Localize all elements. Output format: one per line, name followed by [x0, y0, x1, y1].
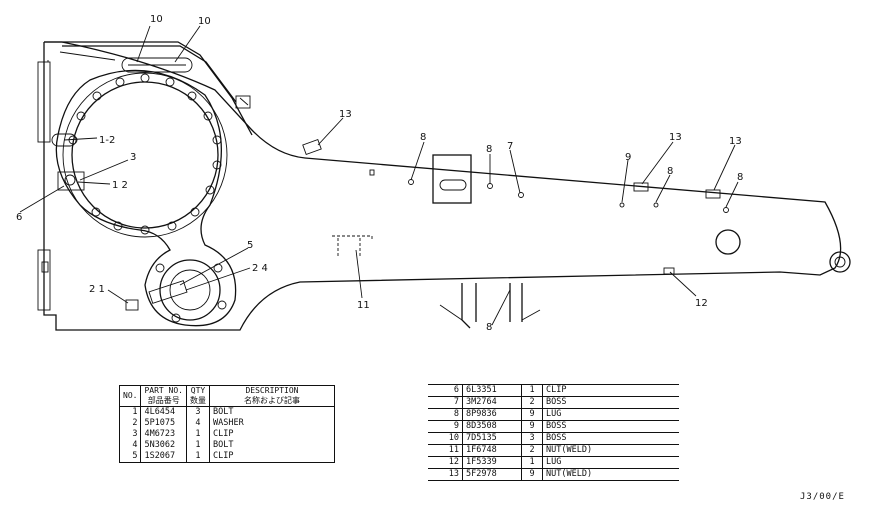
- upper-boss: [121, 57, 193, 73]
- callout-label: 13: [339, 109, 352, 120]
- callout-label: 8: [737, 172, 743, 183]
- header-no: NO.: [119, 385, 142, 407]
- bolt-holes: [68, 73, 222, 235]
- weld-nut-detail: [332, 235, 373, 258]
- mounting-frame: [37, 41, 253, 331]
- header-part-no: PART NO.部品番号: [140, 385, 187, 407]
- callout-label: 13: [669, 132, 682, 143]
- callout-label: 3: [130, 152, 136, 163]
- center-bracket: [432, 154, 472, 204]
- callout-label: 9: [625, 152, 631, 163]
- callout-label: 2 1: [89, 284, 105, 295]
- document-code: J3/00/E: [800, 492, 845, 502]
- callout-label: 12: [695, 298, 708, 309]
- boom-attachments: [302, 138, 851, 275]
- leader-lines: [19, 25, 739, 326]
- callout-label: 7: [507, 141, 513, 152]
- callout-labels: 10 10 13 1-2 3 1 2 6 8 8 7 9 13 8 13 8 5…: [16, 14, 743, 333]
- lower-pivot-boss: [125, 259, 227, 323]
- callout-label: 1-2: [99, 135, 115, 146]
- callout-label: 8: [420, 132, 426, 143]
- callout-label: 10: [198, 16, 211, 27]
- callout-label: 8: [486, 322, 492, 333]
- callout-label: 8: [667, 166, 673, 177]
- callout-label: 2 4: [252, 263, 268, 274]
- callout-label: 13: [729, 136, 742, 147]
- callout-label: 5: [247, 240, 253, 251]
- callout-label: 10: [150, 14, 163, 25]
- callout-label: 11: [357, 300, 370, 311]
- callout-label: 6: [16, 212, 22, 223]
- clip-upper: [51, 133, 85, 191]
- pivot-ring: [55, 69, 237, 327]
- lower-lugs: [439, 283, 541, 329]
- callout-label: 1 2: [112, 180, 128, 191]
- boom-outline: [44, 41, 842, 331]
- boom-assembly-drawing: 10 10 13 1-2 3 1 2 6 8 8 7 9 13 8 13 8 5…: [16, 14, 851, 333]
- callout-label: 8: [486, 144, 492, 155]
